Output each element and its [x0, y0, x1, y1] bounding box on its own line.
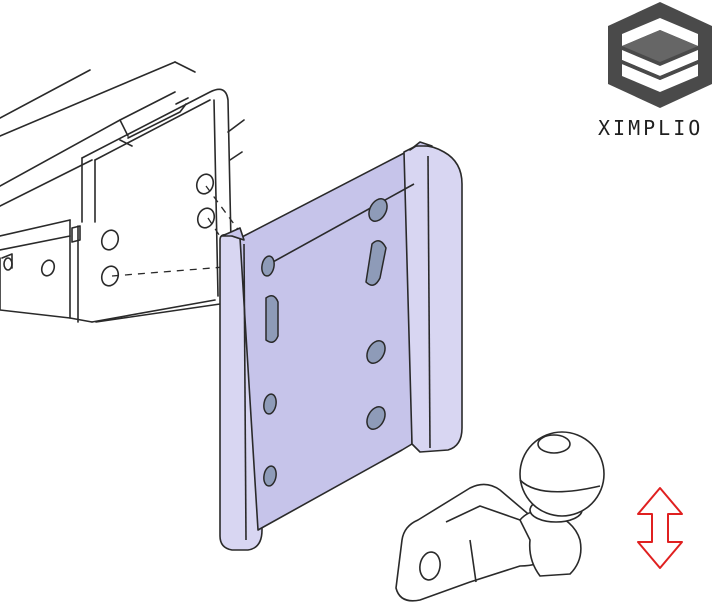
chassis-bolt-holes	[3, 173, 216, 287]
plate-hole	[366, 340, 386, 364]
plate-hole	[368, 198, 388, 222]
plate-right-flange	[403, 144, 463, 453]
flange-hole	[263, 393, 277, 415]
mounting-plate	[219, 141, 463, 551]
plate-bolt-holes	[261, 198, 388, 487]
brand-name: XIMPLIO	[598, 116, 704, 140]
tow-ball-hitch	[395, 431, 605, 602]
plate-slot	[365, 240, 387, 286]
flange-slot	[265, 295, 279, 343]
double-arrow-vertical-icon	[637, 487, 683, 569]
flange-hole	[263, 465, 277, 487]
plate-face	[239, 149, 413, 531]
brand-wordmark: XIMPLIO	[598, 116, 720, 140]
ximplio-cube-logo	[608, 2, 712, 108]
flange-hole	[261, 255, 275, 277]
plate-hole	[366, 406, 386, 430]
